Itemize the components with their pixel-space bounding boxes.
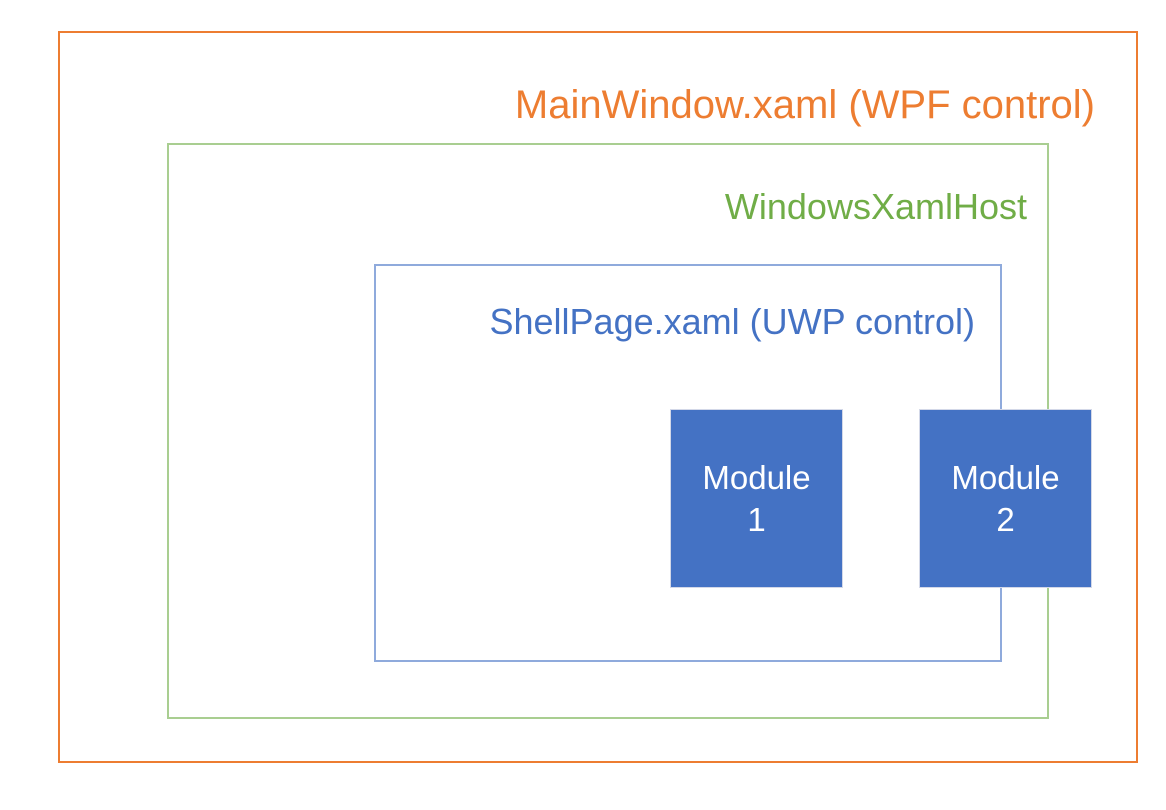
module-box-1: Module 1: [670, 409, 843, 588]
module-1-name: Module: [702, 459, 811, 497]
container-mainwindow-wpf: MainWindow.xaml (WPF control) WindowsXam…: [58, 31, 1138, 763]
module-row: Module 1 Module 2: [376, 266, 1092, 660]
module-2-number: 2: [996, 500, 1015, 538]
container-windowsxamlhost: WindowsXamlHost ShellPage.xaml (UWP cont…: [167, 143, 1092, 719]
module-1-number: 1: [747, 500, 766, 538]
module-box-2: Module 2: [919, 409, 1092, 588]
container-shellpage-label: ShellPage.xaml (UWP control): [489, 301, 975, 342]
module-2-name: Module: [951, 459, 1060, 497]
container-shellpage-uwp: ShellPage.xaml (UWP control) Module 1 Mo…: [374, 264, 1092, 662]
container-mainwindow-label: MainWindow.xaml (WPF control): [514, 83, 1095, 127]
container-windowsxamlhost-label: WindowsXamlHost: [724, 186, 1027, 227]
